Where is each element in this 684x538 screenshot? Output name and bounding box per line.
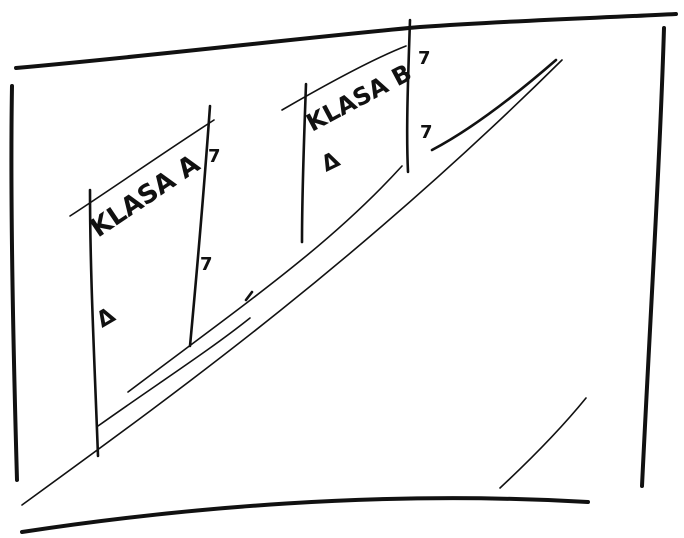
diagonal-guide-2	[98, 318, 250, 426]
card-klasa-b: KLASA B 7 7 Δ	[282, 20, 433, 242]
card-b-mark-bottom: Δ	[318, 147, 344, 177]
card-a-mark-mid: 7	[200, 254, 213, 275]
diagonal-guide-4	[432, 60, 556, 150]
diagonal-guide-5	[500, 398, 586, 488]
card-a-right-edge	[190, 106, 210, 346]
card-a-mark-bottom: Δ	[93, 303, 120, 333]
card-b-label: KLASA B	[302, 59, 417, 138]
frame-left-line	[11, 86, 17, 480]
card-b-right-edge	[407, 20, 410, 172]
diagonal-guide-1	[22, 60, 562, 505]
diagonal-guide-3	[128, 166, 402, 392]
frame-bottom-line	[22, 498, 588, 532]
card-b-left-edge	[302, 84, 306, 242]
frame-right-line	[642, 28, 664, 486]
card-b-mark-mid: 7	[420, 122, 433, 143]
frame-top-line	[16, 14, 676, 68]
card-a-mark-top: 7	[208, 146, 221, 167]
card-klasa-a: KLASA A 7 7 Δ	[70, 106, 221, 456]
card-b-mark-top: 7	[418, 48, 431, 69]
card-a-label: KLASA A	[85, 149, 205, 244]
